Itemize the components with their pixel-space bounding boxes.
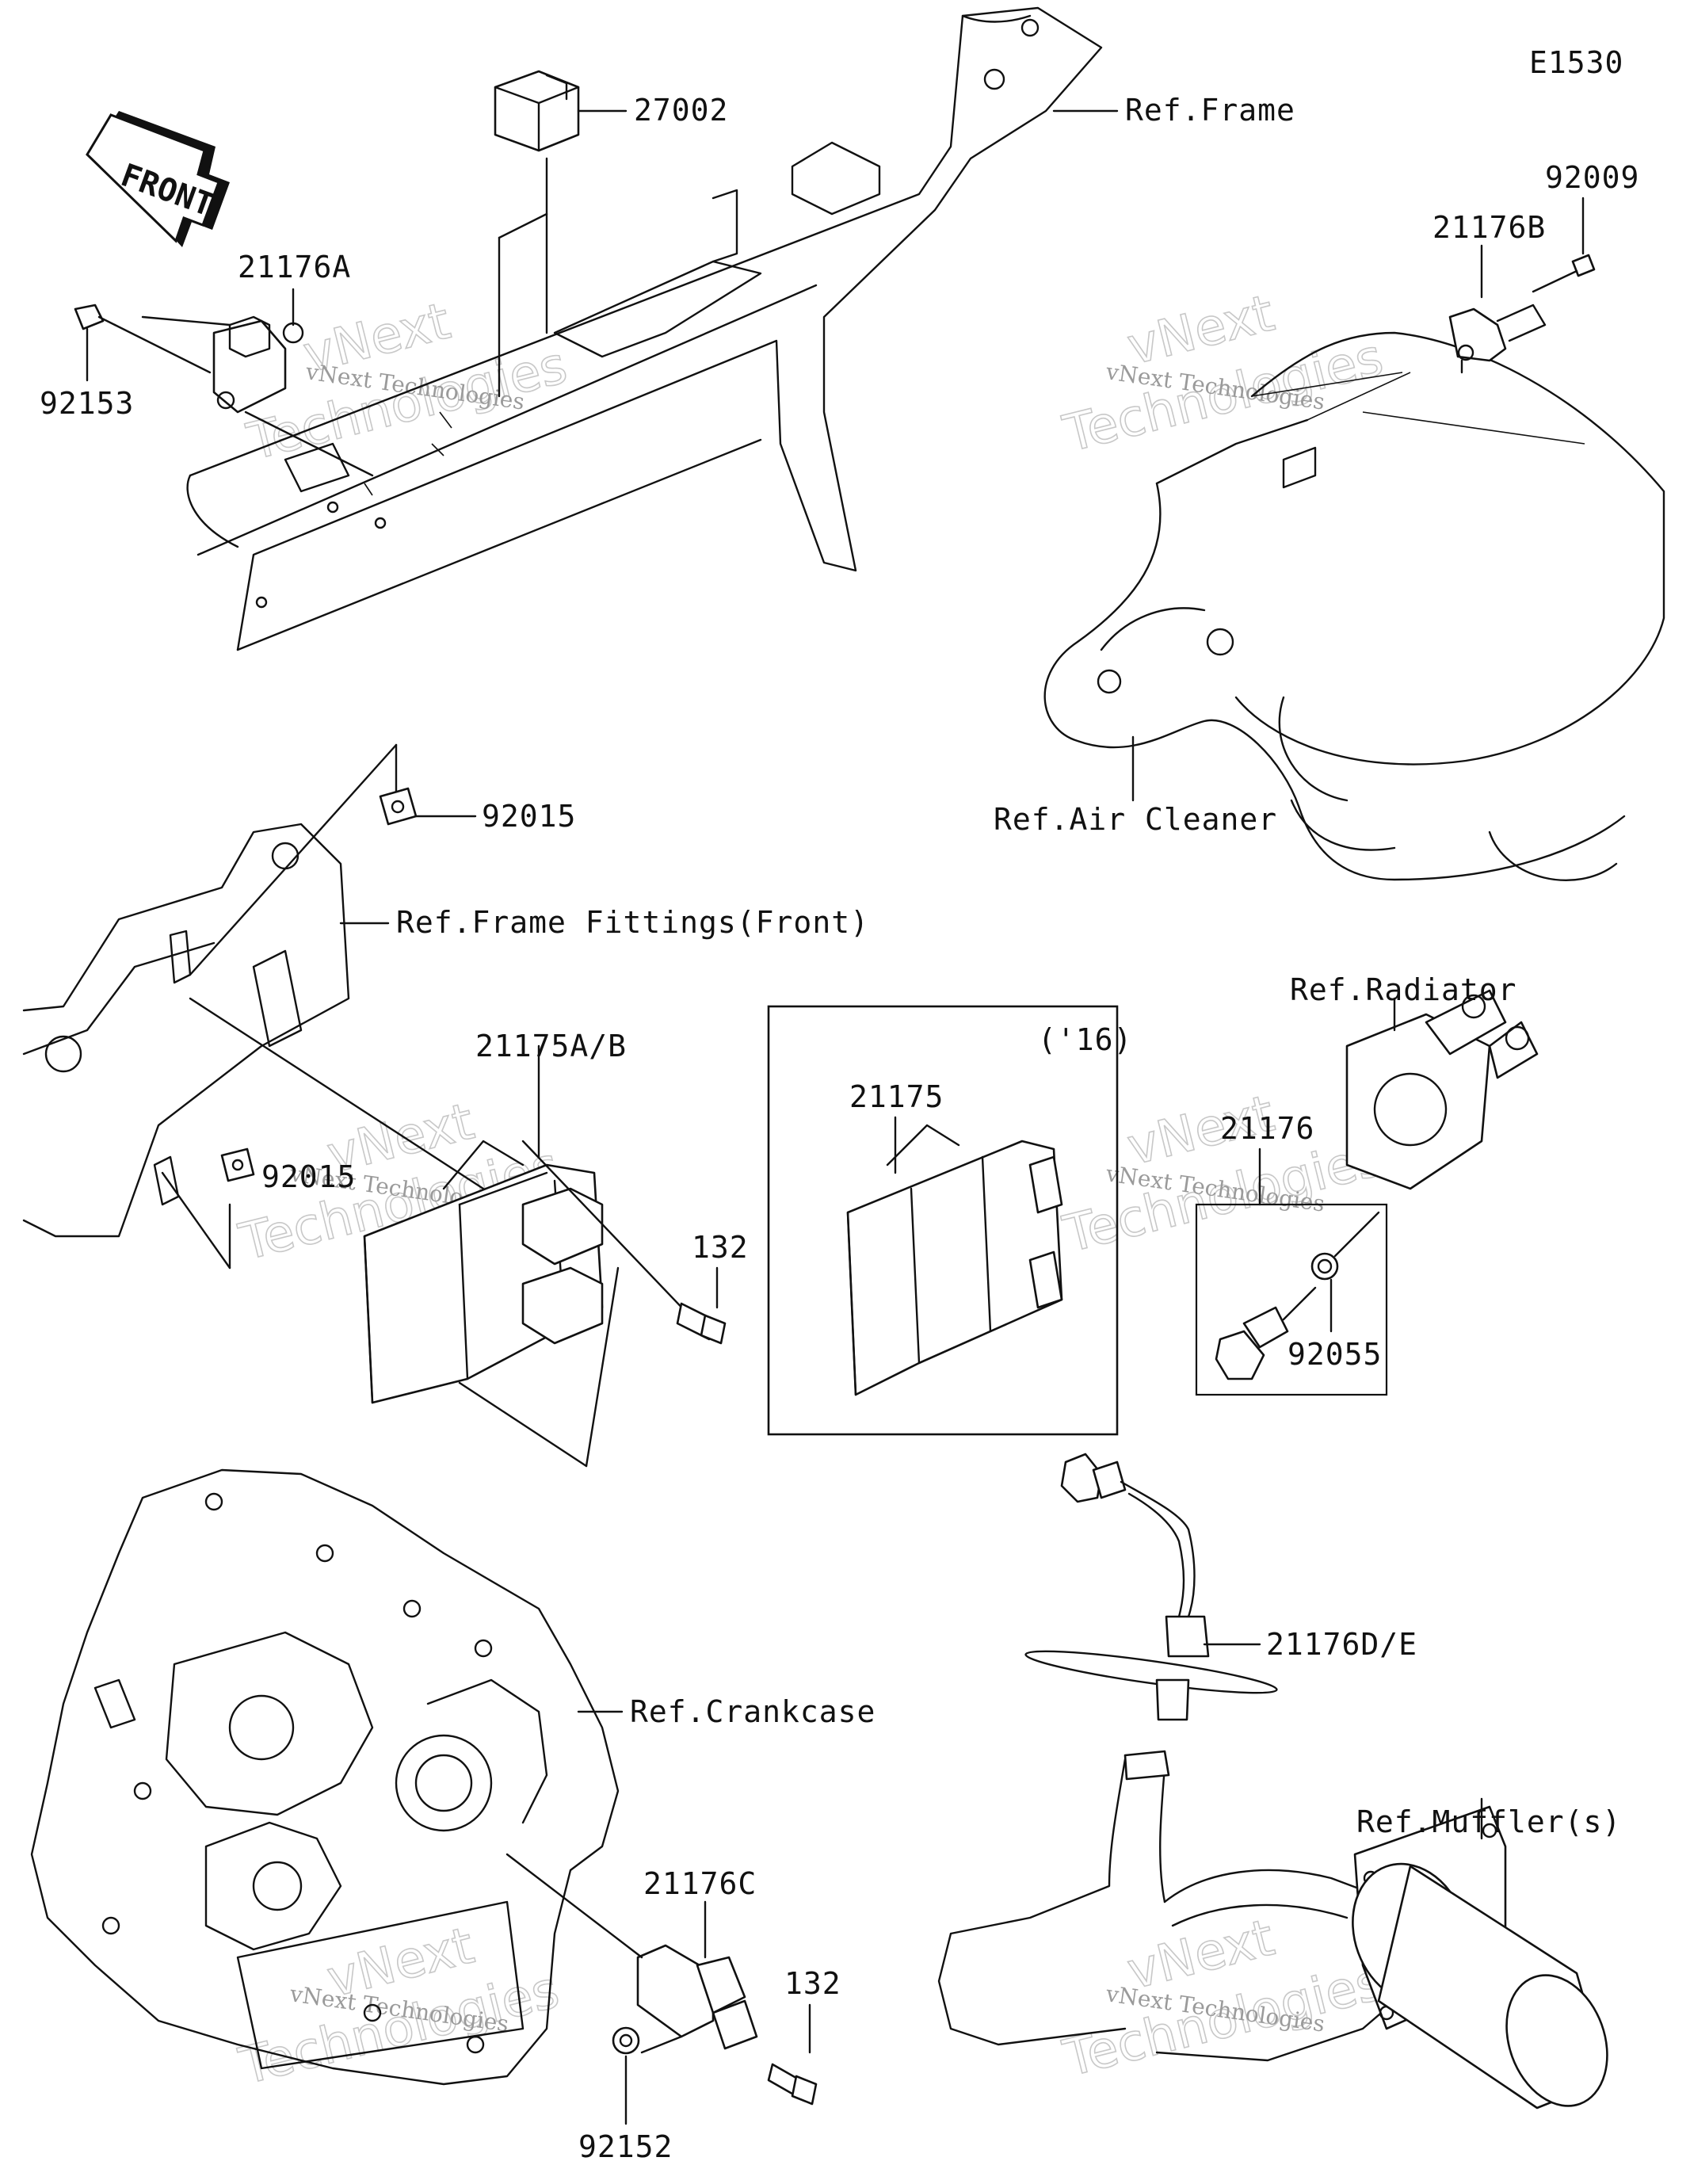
part-92009-label: 92009: [1545, 160, 1639, 195]
part-21176C-label: 21176C: [643, 1866, 757, 1901]
sensor-21176DE: [1024, 1453, 1278, 1721]
watermark-bottom-left: vNext Technologies vNext Technologies: [233, 1916, 565, 2098]
bolt-92009: [1532, 197, 1596, 293]
radiator-fitting: [1345, 989, 1539, 1190]
sensor-21176C: [505, 1853, 758, 2054]
sensor-21176A: [212, 315, 374, 477]
ref-radiator-label: Ref.Radiator: [1290, 972, 1517, 1007]
ref-mufflers-label: Ref.Muffler(s): [1356, 1804, 1621, 1839]
ecu-21175: [846, 1116, 1063, 1396]
diagram-code: E1530: [1529, 45, 1623, 80]
part-132-mid-label: 132: [692, 1230, 749, 1265]
part-92055-label: 92055: [1288, 1337, 1382, 1372]
part-132-bottom-label: 132: [784, 1966, 841, 2001]
gasket-92055: [1310, 1211, 1380, 1333]
frame-assembly: [186, 6, 1103, 651]
ecu-21175AB: [363, 1044, 691, 1468]
part-21176B-label: 21176B: [1432, 210, 1546, 245]
sensor-21176: [1215, 1147, 1317, 1380]
muffler-assembly: [937, 1750, 1608, 2110]
part-92015-top-label: 92015: [482, 799, 576, 834]
crankcase-assembly: [30, 1468, 620, 2086]
front-arrow-icon: FRONT: [86, 111, 230, 247]
ref-frame-fittings-label: Ref.Frame Fittings(Front): [396, 905, 869, 940]
sensor-21176-box: [1195, 1203, 1388, 1396]
year-16-label: ('16): [1038, 1022, 1132, 1057]
part-21176A-label: 21176A: [238, 250, 351, 284]
nut-92015-left: [220, 1147, 255, 1182]
part-92015-left-label: 92015: [261, 1159, 356, 1194]
part-21176DE-label: 21176D/E: [1266, 1627, 1417, 1662]
part-21175AB-label: 21175A/B: [475, 1029, 627, 1063]
ref-air-cleaner-label: Ref.Air Cleaner: [994, 802, 1277, 837]
sensor-21176B: [1307, 244, 1547, 421]
relay-27002: [494, 70, 580, 398]
frame-fittings-front: [22, 743, 485, 1270]
nut-92015-top: [379, 787, 477, 826]
ref-frame-label: Ref.Frame: [1125, 93, 1295, 128]
part-21175-label: 21175: [849, 1079, 944, 1114]
part-27002-label: 27002: [634, 93, 728, 128]
part-21176-label: 21176: [1220, 1111, 1314, 1146]
bolt-132-mid: [676, 1266, 727, 1345]
part-92153-label: 92153: [40, 386, 134, 421]
part-92152-label: 92152: [578, 2129, 673, 2164]
washer-92152: [612, 2026, 640, 2125]
bolt-92153: [74, 304, 231, 382]
watermark-top-right: vNext Technologies vNext Technologies: [1057, 284, 1389, 465]
air-cleaner-assembly: [1043, 331, 1665, 881]
year-16-box: [767, 1005, 1119, 1436]
bolt-132-bottom: [767, 2003, 818, 2106]
ref-crankcase-label: Ref.Crankcase: [630, 1694, 876, 1729]
watermark-bottom-right: vNext Technologies vNext Technologies: [1057, 1908, 1389, 2090]
